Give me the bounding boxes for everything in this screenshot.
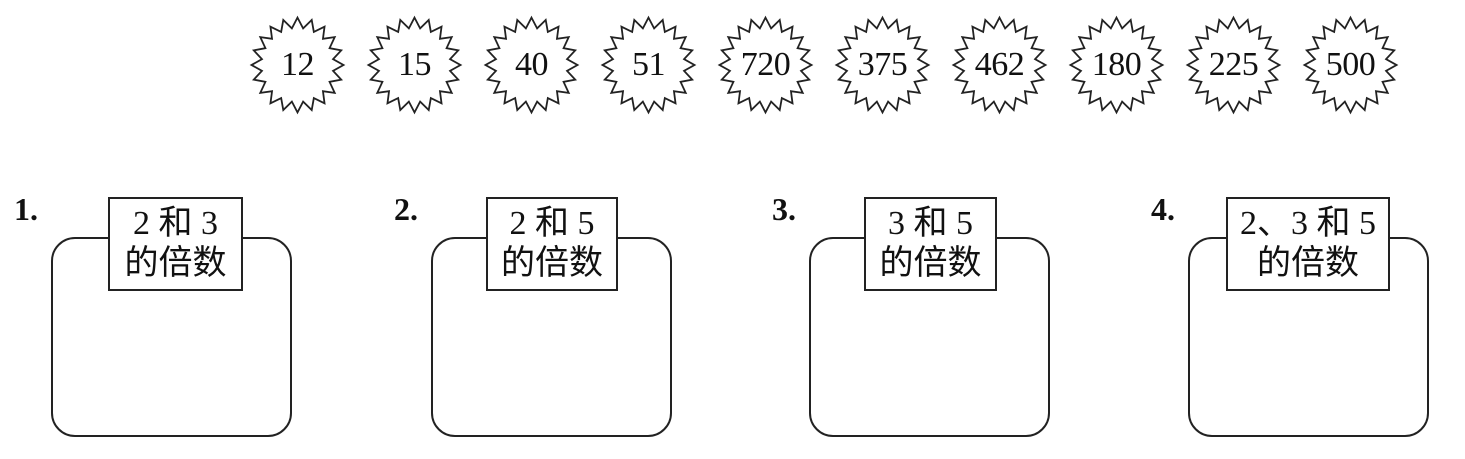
number-star-value: 225: [1208, 46, 1259, 83]
category-label-line2: 的倍数: [501, 245, 603, 282]
group-number: 4.: [1151, 191, 1175, 227]
number-star[interactable]: 51: [600, 15, 697, 115]
number-star-value: 500: [1325, 46, 1376, 83]
star-outline: [951, 15, 1048, 115]
star-badge-icon: [951, 15, 1048, 115]
star-outline: [249, 15, 346, 115]
star-badge-icon: [717, 15, 814, 115]
category-label-2: 2 和 5 的倍数: [486, 197, 618, 291]
number-star-value: 462: [974, 46, 1025, 83]
category-label-line1: 2、3 和 5: [1240, 205, 1376, 242]
number-star-value: 375: [857, 46, 908, 83]
star-badge-icon: [600, 15, 697, 115]
star-outline: [1302, 15, 1399, 115]
number-star[interactable]: 462: [951, 15, 1048, 115]
star-badge-icon: [366, 15, 463, 115]
multiples-group-3: 3. 3 和 5 的倍数: [772, 185, 1072, 445]
number-star[interactable]: 180: [1068, 15, 1165, 115]
number-star-value: 720: [740, 46, 791, 83]
multiples-group-1: 1. 2 和 3 的倍数: [14, 185, 314, 445]
number-star-value: 15: [398, 46, 432, 83]
number-star[interactable]: 225: [1185, 15, 1282, 115]
group-number: 1.: [14, 191, 38, 227]
category-label-4: 2、3 和 5 的倍数: [1226, 197, 1390, 291]
star-outline: [834, 15, 931, 115]
multiples-group-2: 2. 2 和 5 的倍数: [394, 185, 694, 445]
number-star[interactable]: 375: [834, 15, 931, 115]
category-label-line1: 2 和 3: [133, 205, 218, 242]
star-badge-icon: [834, 15, 931, 115]
number-star[interactable]: 12: [249, 15, 346, 115]
number-star[interactable]: 40: [483, 15, 580, 115]
category-label-line2: 的倍数: [1257, 245, 1359, 282]
number-star[interactable]: 15: [366, 15, 463, 115]
category-label-line2: 的倍数: [879, 245, 982, 282]
number-star[interactable]: 720: [717, 15, 814, 115]
number-star[interactable]: 500: [1302, 15, 1399, 115]
star-badge-icon: [1068, 15, 1165, 115]
category-label-3: 3 和 5 的倍数: [864, 197, 997, 291]
star-badge-icon: [249, 15, 346, 115]
star-badge-icon: [1185, 15, 1282, 115]
number-star-value: 51: [632, 46, 666, 83]
category-label-line1: 3 和 5: [888, 205, 973, 242]
category-label-1: 2 和 3 的倍数: [108, 197, 243, 291]
star-outline: [1185, 15, 1282, 115]
category-label-line2: 的倍数: [124, 245, 227, 282]
star-outline: [483, 15, 580, 115]
star-outline: [717, 15, 814, 115]
answer-box-1[interactable]: [51, 237, 292, 437]
number-star-value: 12: [281, 46, 315, 83]
number-star-value: 40: [515, 46, 549, 83]
group-number: 2.: [394, 191, 418, 227]
number-stars-row: 12 15 40 51 720 375 462 180 225 500: [249, 15, 1405, 115]
star-outline: [1068, 15, 1165, 115]
star-badge-icon: [1302, 15, 1399, 115]
group-number: 3.: [772, 191, 796, 227]
star-badge-icon: [483, 15, 580, 115]
star-outline: [600, 15, 697, 115]
number-star-value: 180: [1091, 46, 1142, 83]
category-label-line1: 2 和 5: [509, 205, 595, 242]
multiples-group-4: 4. 2、3 和 5 的倍数: [1151, 185, 1451, 445]
star-outline: [366, 15, 463, 115]
